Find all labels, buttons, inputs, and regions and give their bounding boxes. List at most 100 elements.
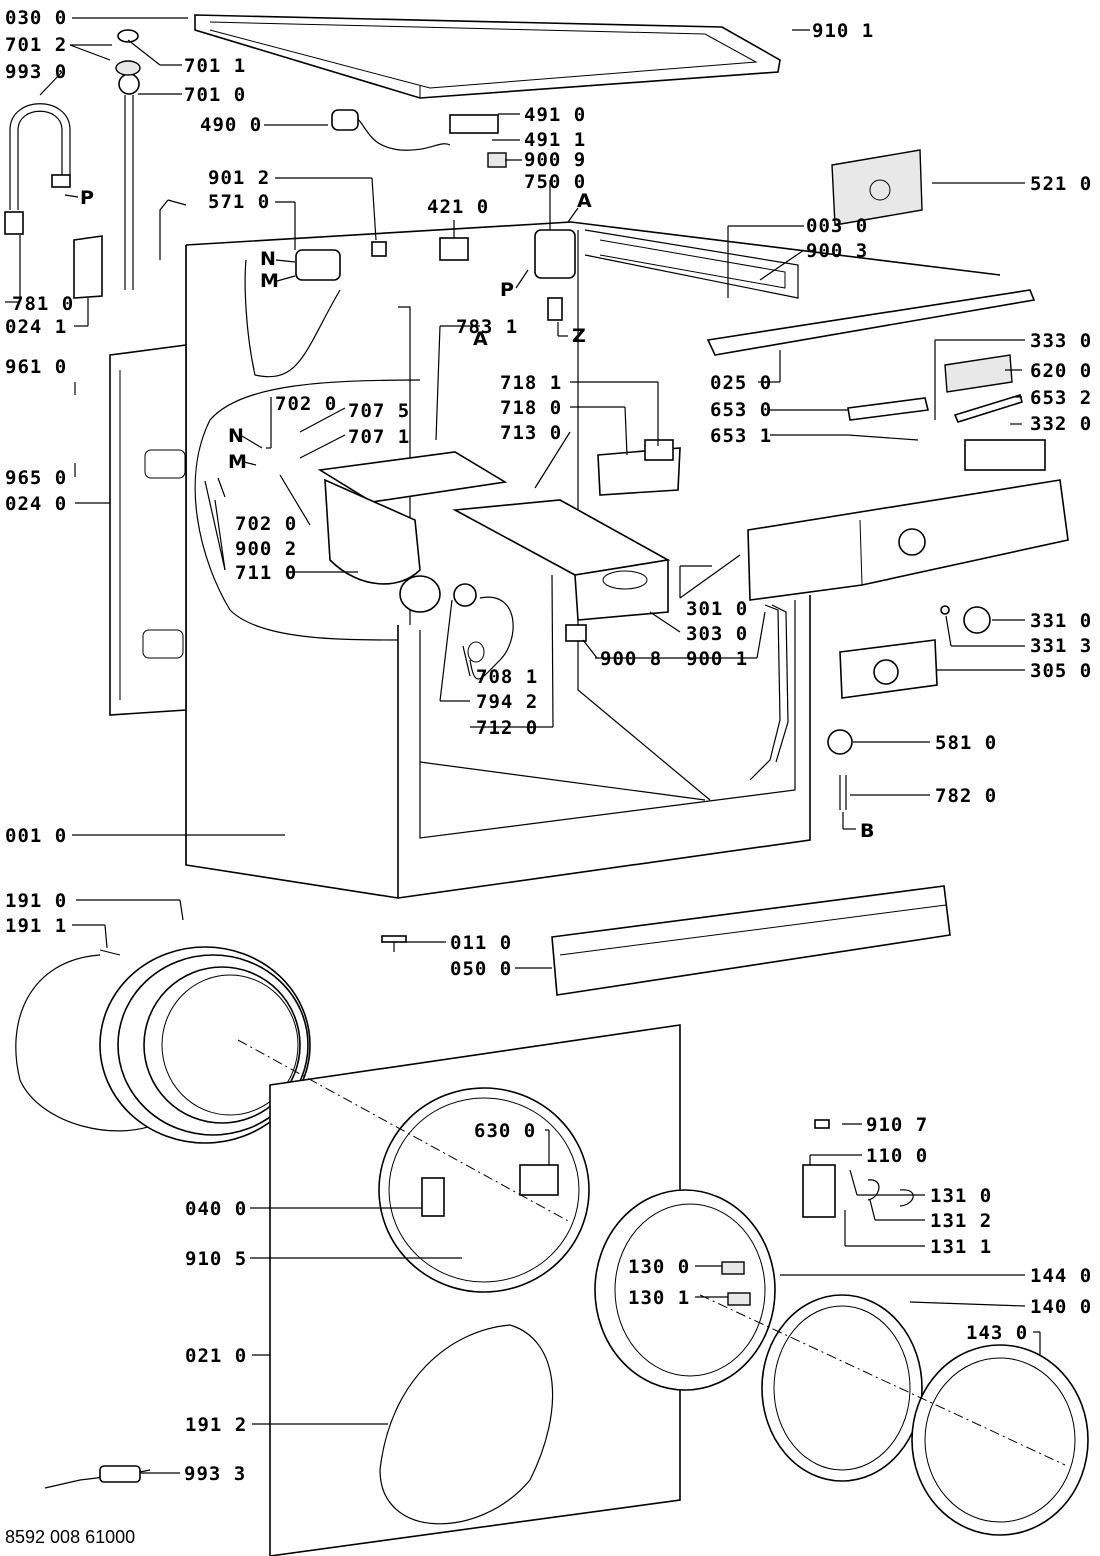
label-653-1: 653 1	[710, 425, 772, 447]
rear-panel	[109, 344, 187, 716]
label-961-0: 961 0	[5, 356, 67, 378]
label-110-0: 110 0	[866, 1145, 928, 1167]
label-024-1: 024 1	[5, 316, 67, 338]
mains-cable	[331, 109, 507, 168]
label-965-0: 965 0	[5, 467, 67, 489]
marker-p-pressostat: P	[500, 279, 514, 301]
kickplate	[551, 885, 951, 996]
label-331-0: 331 0	[1030, 610, 1092, 632]
marker-m-valve: M	[260, 270, 279, 292]
label-783-1: 783 1	[456, 316, 518, 338]
marker-p-hose: P	[80, 187, 94, 209]
label-021-0: 021 0	[185, 1345, 247, 1367]
front-panel	[237, 1024, 681, 1556]
label-130-0: 130 0	[628, 1256, 690, 1278]
label-333-0: 333 0	[1030, 330, 1092, 352]
label-144-0: 144 0	[1030, 1265, 1092, 1287]
label-130-1: 130 1	[628, 1287, 690, 1309]
label-993-0: 993 0	[5, 61, 67, 83]
label-910-1: 910 1	[812, 20, 874, 42]
marker-a-mid: A	[473, 328, 488, 350]
control-module-board	[831, 149, 923, 226]
label-581-0: 581 0	[935, 732, 997, 754]
label-794-2: 794 2	[476, 691, 538, 713]
label-191-2: 191 2	[185, 1414, 247, 1436]
label-718-0: 718 0	[500, 397, 562, 419]
label-900-2: 900 2	[235, 538, 297, 560]
label-490-0: 490 0	[200, 114, 262, 136]
label-707-1: 707 1	[348, 426, 410, 448]
label-702-0-bottom: 702 0	[235, 513, 297, 535]
cabinet-top-cover	[194, 14, 781, 99]
label-003-0: 003 0	[806, 215, 868, 237]
label-707-5: 707 5	[348, 400, 410, 422]
label-191-0: 191 0	[5, 890, 67, 912]
label-143-0: 143 0	[966, 1322, 1028, 1344]
front-control-panel	[747, 479, 1069, 699]
label-782-0: 782 0	[935, 785, 997, 807]
label-653-2: 653 2	[1030, 387, 1092, 409]
label-011-0: 011 0	[450, 932, 512, 954]
marker-a-top: A	[577, 190, 592, 212]
label-620-0: 620 0	[1030, 360, 1092, 382]
label-040-0: 040 0	[185, 1198, 247, 1220]
label-901-2: 901 2	[208, 167, 270, 189]
label-421-0: 421 0	[427, 196, 489, 218]
label-131-2: 131 2	[930, 1210, 992, 1232]
label-900-1: 900 1	[686, 648, 748, 670]
label-702-0-top: 702 0	[275, 393, 337, 415]
label-001-0: 001 0	[5, 825, 67, 847]
valves-and-fittings	[73, 199, 576, 321]
label-900-8: 900 8	[600, 648, 662, 670]
label-331-3: 331 3	[1030, 635, 1092, 657]
service-tool	[44, 1465, 151, 1489]
label-630-0: 630 0	[474, 1120, 536, 1142]
label-305-0: 305 0	[1030, 660, 1092, 682]
label-750-0: 750 0	[524, 171, 586, 193]
label-910-5: 910 5	[185, 1248, 247, 1270]
door-gasket	[15, 946, 311, 1144]
outer-door-ring	[699, 1294, 1089, 1536]
crossbar-and-controls	[706, 289, 1046, 471]
label-571-0: 571 0	[208, 191, 270, 213]
label-713-0: 713 0	[500, 422, 562, 444]
label-993-3: 993 3	[184, 1463, 246, 1485]
label-708-1: 708 1	[476, 666, 538, 688]
label-701-0: 701 0	[184, 84, 246, 106]
label-711-0: 711 0	[235, 562, 297, 584]
label-050-0: 050 0	[450, 958, 512, 980]
door-glass-bowl	[761, 1294, 923, 1482]
label-910-7: 910 7	[866, 1114, 928, 1136]
sump-hose-bellows	[453, 583, 514, 680]
letter-markers: P N M A P Z A N M B	[64, 187, 874, 842]
label-301-0: 301 0	[686, 598, 748, 620]
door-frame	[594, 1189, 776, 1391]
label-131-1: 131 1	[930, 1236, 992, 1258]
marker-n-tub: N	[228, 425, 244, 447]
detergent-drawer	[317, 439, 681, 621]
marker-z: Z	[572, 325, 586, 347]
label-131-0: 131 0	[930, 1185, 992, 1207]
label-712-0: 712 0	[476, 717, 538, 739]
label-191-1: 191 1	[5, 915, 67, 937]
side-strip-and-sensors	[565, 604, 950, 810]
label-701-1: 701 1	[184, 55, 246, 77]
label-140-0: 140 0	[1030, 1296, 1092, 1318]
label-024-0: 024 0	[5, 493, 67, 515]
marker-m-tub: M	[228, 451, 247, 473]
door-handle	[802, 1119, 914, 1218]
label-900-9: 900 9	[524, 149, 586, 171]
adjustable-foot	[381, 935, 407, 952]
drain-hose-pipe	[115, 29, 141, 290]
label-332-0: 332 0	[1030, 413, 1092, 435]
label-900-3: 900 3	[806, 240, 868, 262]
label-491-0: 491 0	[524, 104, 586, 126]
label-701-2: 701 2	[5, 34, 67, 56]
label-653-0: 653 0	[710, 399, 772, 421]
label-491-1: 491 1	[524, 129, 586, 151]
part-labels: 030 0 701 2 993 0 701 1 701 0 490 0 491 …	[5, 7, 1092, 1485]
label-718-1: 718 1	[500, 372, 562, 394]
label-521-0: 521 0	[1030, 173, 1092, 195]
inlet-hose	[4, 103, 71, 235]
